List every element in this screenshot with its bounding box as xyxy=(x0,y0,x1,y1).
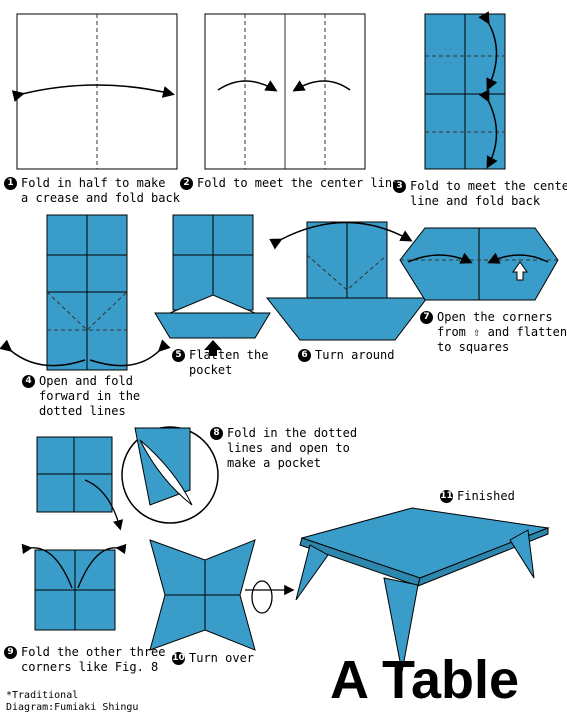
step-4-figure xyxy=(0,214,171,371)
step-11-figure xyxy=(295,507,550,673)
step-10-figure xyxy=(149,539,295,651)
step-1-figure xyxy=(11,13,178,170)
step-5-figure xyxy=(154,214,271,356)
step-2-figure xyxy=(204,13,366,170)
credits: *Traditional Diagram:Fumiaki Shingu xyxy=(6,690,139,713)
step-6-figure xyxy=(265,221,429,341)
step-7-figure xyxy=(399,227,559,301)
step-3-figure xyxy=(424,11,506,170)
page-title: A Table xyxy=(330,650,520,710)
step-8-figure xyxy=(36,426,219,531)
step-9-figure xyxy=(21,543,127,631)
